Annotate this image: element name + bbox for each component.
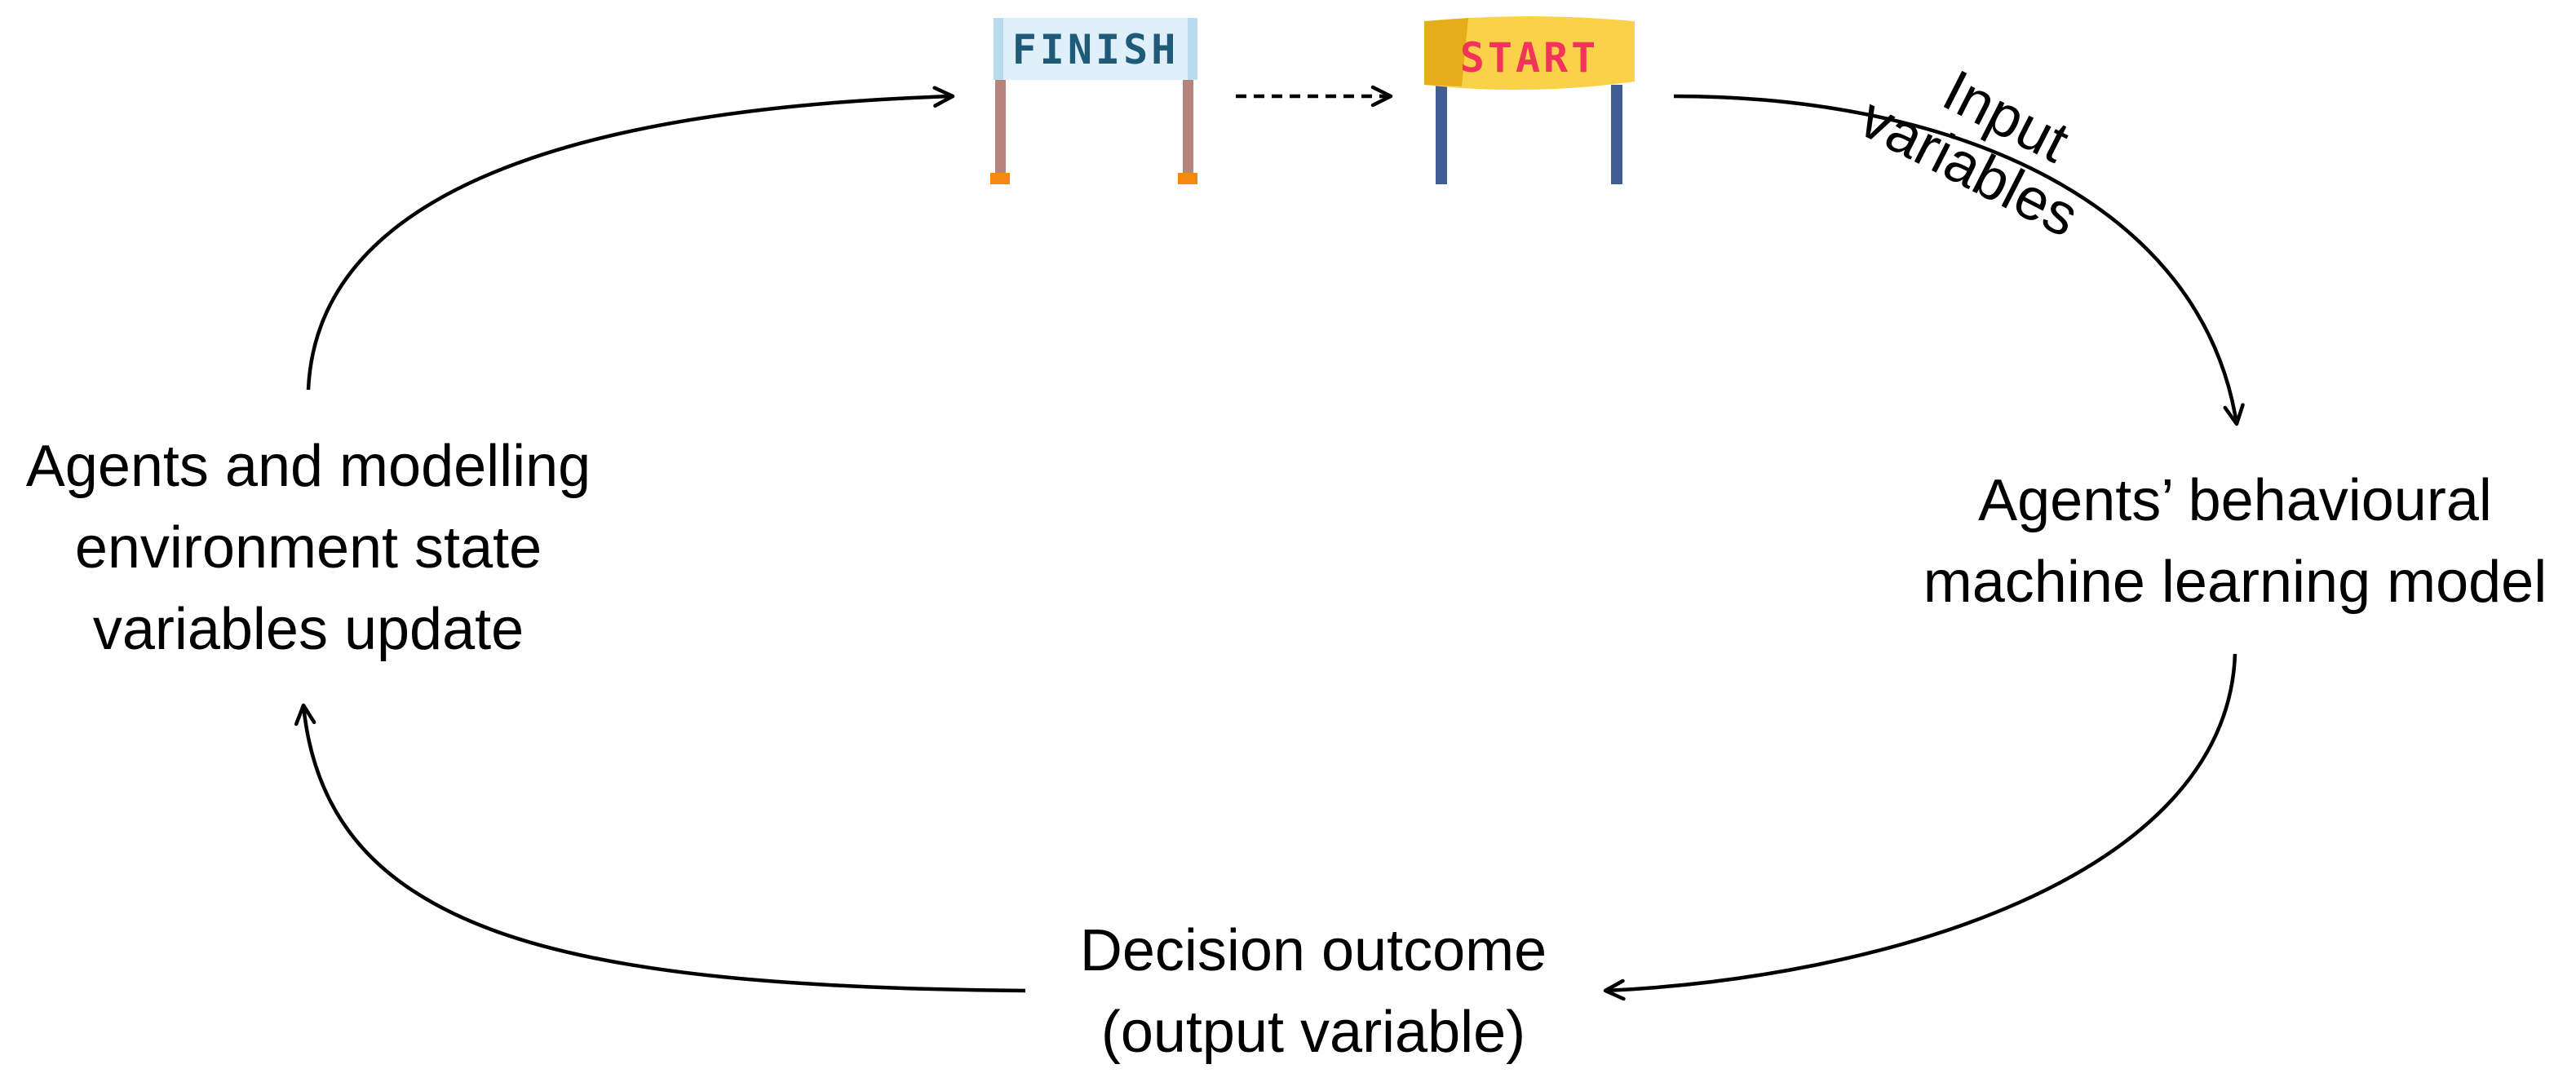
node-state-update-line-3: variables update (93, 597, 524, 662)
node-decision-outcome-line-1: Decision outcome (1080, 918, 1547, 983)
arrow-model-to-decision (1603, 653, 2237, 1001)
finish-banner-icon: FINISH (990, 18, 1197, 184)
node-decision-outcome-line-2: (output variable) (1101, 1000, 1525, 1065)
node-state-update-line-1: Agents and modelling (26, 434, 591, 499)
finish-banner-text: FINISH (1012, 26, 1180, 73)
finish-board (994, 18, 1197, 80)
finish-left-pole (995, 78, 1006, 181)
node-decision-outcome: Decision outcome (output variable) (1080, 918, 1547, 1065)
finish-board-edge-left (994, 18, 1003, 80)
finish-board-edge-right (1188, 18, 1197, 80)
node-behavioural-model-line-2: machine learning model (1923, 550, 2547, 615)
start-banner-icon: START (1424, 16, 1635, 184)
start-board (1424, 16, 1635, 91)
finish-right-foot (1178, 173, 1197, 184)
node-behavioural-model-line-1: Agents’ behavioural (1978, 468, 2492, 533)
node-behavioural-model: Agents’ behavioural machine learning mod… (1923, 468, 2547, 615)
node-state-update-line-2: environment state (75, 515, 542, 581)
start-banner-text: START (1460, 34, 1600, 82)
input-variables-label: Input variables (1849, 58, 2088, 250)
arrow-start-to-model (1673, 94, 2245, 426)
finish-left-foot (990, 173, 1010, 184)
finish-right-pole (1183, 78, 1193, 181)
start-board-shade (1424, 18, 1468, 86)
arrow-decision-to-update (294, 703, 1026, 993)
start-right-pole (1611, 85, 1622, 184)
start-left-pole (1436, 85, 1447, 184)
arrow-update-to-finish (306, 86, 955, 391)
node-state-update: Agents and modelling environment state v… (26, 434, 591, 662)
